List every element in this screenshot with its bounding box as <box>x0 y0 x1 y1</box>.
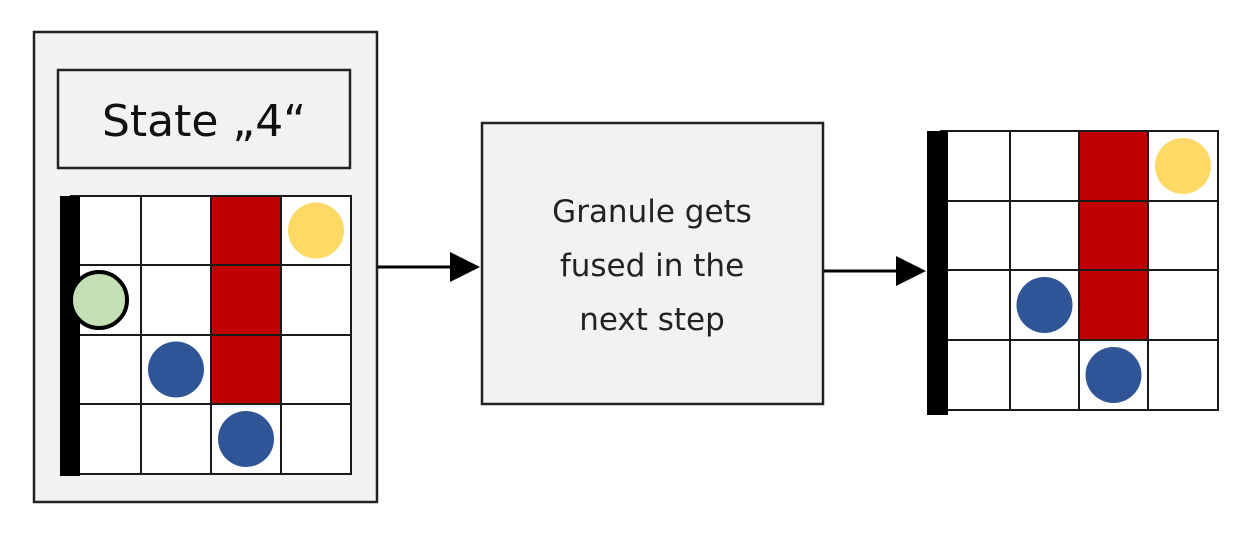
after-grid <box>927 130 1219 415</box>
process-line-3: next step <box>579 302 725 338</box>
red-cell <box>1078 200 1149 271</box>
state-title-box <box>56 68 352 170</box>
grid-cell <box>1009 130 1080 202</box>
process-box <box>480 121 825 406</box>
grid-cell <box>280 264 352 336</box>
grid-cell <box>140 195 212 266</box>
grid-cell <box>1147 269 1219 341</box>
blue-granule <box>148 341 204 398</box>
red-cell <box>210 195 282 266</box>
grid-cell <box>280 334 352 405</box>
grid-cell <box>140 403 212 475</box>
grid-cell <box>1009 339 1080 411</box>
grid-cell <box>1009 200 1080 271</box>
process-line-1: Granule gets <box>552 194 752 230</box>
yellow-granule <box>288 202 344 259</box>
blue-granule <box>1085 347 1142 403</box>
red-cell <box>210 264 282 336</box>
grid-cell <box>70 403 142 475</box>
grid-cell <box>940 200 1011 271</box>
grid-cell <box>140 264 212 336</box>
state-title: State „4“ <box>102 96 306 147</box>
before-grid <box>60 195 352 476</box>
membrane-bar <box>927 131 948 415</box>
process-line-2: fused in the <box>560 248 744 284</box>
grid-cell <box>70 334 142 405</box>
grid-cell <box>1147 339 1219 411</box>
green-granule <box>69 270 129 330</box>
grid-cell <box>940 269 1011 341</box>
yellow-granule <box>1155 138 1211 194</box>
red-cell <box>210 334 282 405</box>
grid-cell <box>940 339 1011 411</box>
grid-cell <box>70 195 142 266</box>
blue-granule <box>1016 277 1073 333</box>
grid-cell <box>940 130 1011 202</box>
grid-cell <box>280 403 352 475</box>
grid-cell <box>1147 200 1219 271</box>
red-cell <box>1078 130 1149 202</box>
blue-granule <box>218 411 274 467</box>
membrane-bar <box>60 196 80 476</box>
red-cell <box>1078 269 1149 341</box>
